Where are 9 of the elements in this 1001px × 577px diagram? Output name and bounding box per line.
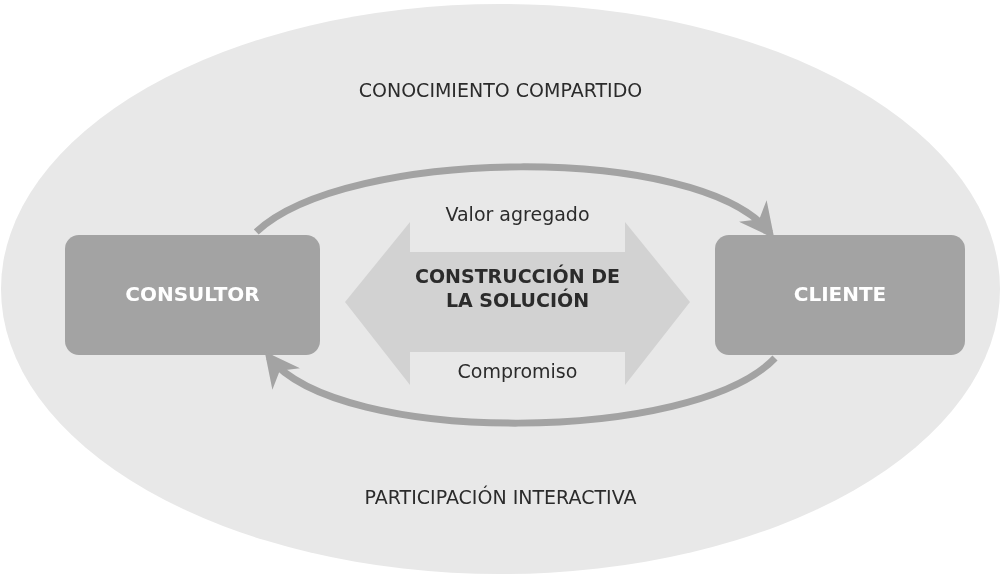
box-label: CLIENTE [792,282,888,306]
arrow-label: Compromiso [456,360,579,383]
box-label: CONSULTOR [124,282,261,306]
arrow-label: Valor agregado [444,203,591,226]
region-label: CONOCIMIENTO COMPARTIDO [357,79,644,102]
curved-arrow [263,352,778,427]
arrow-label: CONSTRUCCIÓN DE LA SOLUCIÓN [413,265,622,313]
region-label: PARTICIPACIÓN INTERACTIVA [363,486,638,509]
curved-arrow [254,163,776,238]
